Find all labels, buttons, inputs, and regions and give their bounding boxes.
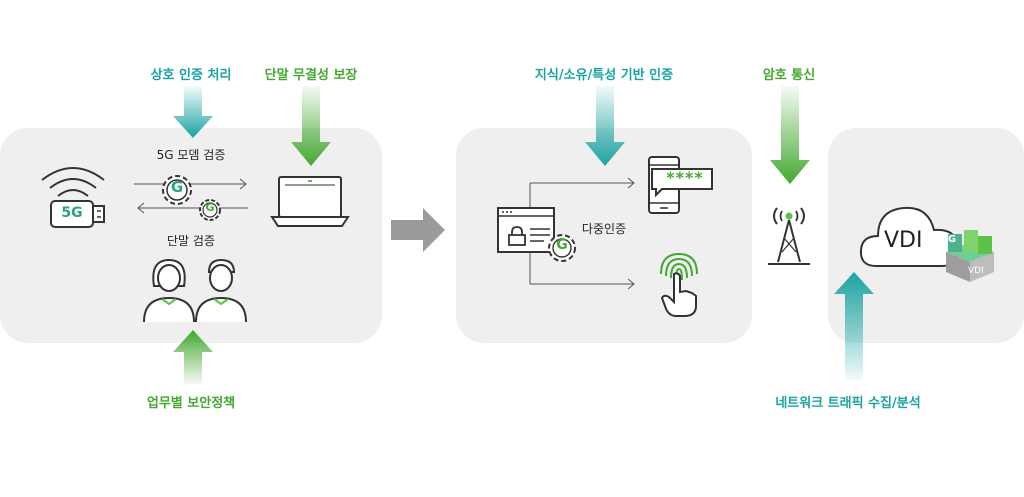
auth-gear-letter: G — [556, 237, 568, 253]
user-female-icon — [143, 258, 195, 323]
lock-icon — [508, 226, 526, 246]
mfa-label: 다중인증 — [581, 222, 627, 236]
block-letter: G — [947, 234, 957, 245]
user-male-icon — [195, 258, 247, 323]
pin-mask: **** — [666, 168, 704, 187]
label-device-integrity: 단말 무결성 보장 — [264, 68, 358, 83]
gear-letter: G — [170, 178, 184, 196]
flow-arrow-right — [391, 208, 445, 252]
wifi-icon — [41, 167, 105, 197]
down-arrow-mutual-auth — [173, 86, 213, 138]
antenna-tower-icon — [768, 207, 810, 265]
small-gear-icon — [199, 199, 221, 221]
usb-modem-label: 5G — [61, 205, 83, 221]
auth-gear-icon — [548, 234, 576, 262]
down-arrow-knowledge-auth — [585, 86, 625, 166]
label-knowledge-auth: 지식/소유/특성 기반 인증 — [534, 68, 674, 83]
vdi-label: VDI — [884, 228, 923, 253]
small-gear-letter: G — [205, 201, 215, 214]
down-arrow-encrypted-comm — [770, 86, 810, 184]
gear-icon — [162, 175, 192, 205]
up-arrow-network-analysis — [834, 272, 874, 380]
modem-verify-label: 5G 모뎀 검증 — [156, 148, 226, 162]
laptop-icon — [270, 176, 350, 227]
vdi-blocks-icon — [946, 230, 994, 282]
up-arrow-work-policy — [173, 330, 213, 384]
pin-bubble-icon — [651, 168, 713, 198]
label-work-policy: 업무별 보안정책 — [146, 396, 236, 411]
label-network-analysis: 네트워크 트래픽 수집/분석 — [775, 396, 921, 411]
down-arrow-device-integrity — [291, 86, 331, 166]
usb-modem-icon — [50, 200, 105, 228]
login-window-icon — [497, 207, 555, 253]
block-label: VDI — [968, 266, 984, 276]
password-lines-icon — [530, 228, 550, 242]
device-verify-label: 단말 검증 — [167, 234, 215, 248]
label-encrypted-comm: 암호 통신 — [762, 68, 816, 83]
pointing-hand-icon — [660, 272, 697, 317]
label-mutual-auth: 상호 인증 처리 — [150, 68, 232, 83]
